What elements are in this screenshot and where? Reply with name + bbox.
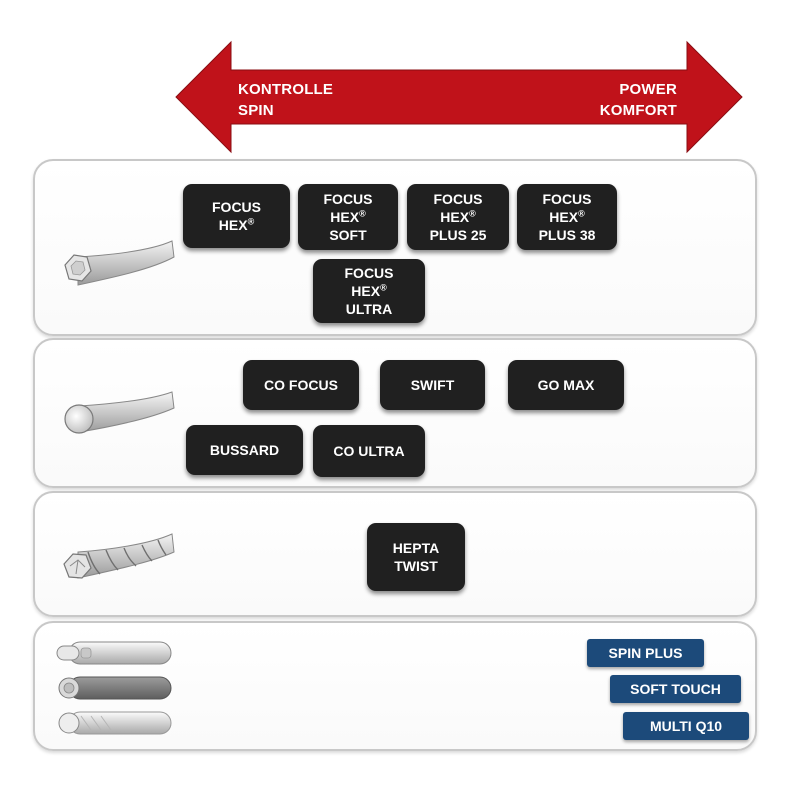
twisted-string-icon [63, 533, 175, 579]
tile-go-max: GO MAX [508, 360, 624, 410]
double-arrow [175, 40, 743, 154]
arrow-right-line-2: KOMFORT [599, 102, 677, 119]
tile-hepta-twist-line-2: TWIST [394, 558, 438, 574]
tile-focus-hex-soft: FOCUS HEX® SOFT [298, 184, 398, 250]
tile-focus-hex-ultra-line-1: FOCUS [344, 265, 394, 281]
arrow-left-label: KONTROLLE SPIN [238, 79, 333, 121]
tile-focus-hex-ultra: FOCUS HEX® ULTRA [313, 259, 425, 323]
registered-mark: ® [247, 216, 255, 227]
tile-hepta-twist-line-1: HEPTA [392, 540, 440, 556]
registered-mark: ® [578, 208, 585, 219]
tile-go-max-label: GO MAX [537, 377, 595, 393]
tile-focus-hex: FOCUS HEX® [183, 184, 290, 248]
tile-focus-hex-plus-38-line-2: HEX® [549, 208, 585, 225]
tile-focus-hex-plus-25: FOCUS HEX® PLUS 25 [407, 184, 509, 250]
tile-hepta-twist: HEPTA TWIST [367, 523, 465, 591]
tile-focus-hex-ultra-line-3: ULTRA [345, 301, 393, 317]
tile-co-focus-label: CO FOCUS [264, 377, 338, 393]
arrow-right-label: POWER KOMFORT [600, 79, 677, 121]
tile-bussard: BUSSARD [186, 425, 303, 475]
round-string-icon [64, 391, 175, 434]
tile-focus-hex-soft-line-1: FOCUS [323, 191, 373, 207]
hexagonal-string-icon [64, 240, 175, 286]
tile-focus-hex-ultra-line-2: HEX® [351, 282, 387, 299]
tile-focus-hex-plus-25-line-1: FOCUS [433, 191, 483, 207]
tile-co-focus: CO FOCUS [243, 360, 359, 410]
tile-bussard-label: BUSSARD [209, 442, 280, 458]
arrow-left-line-2: SPIN [238, 102, 274, 119]
arrow-right-line-1: POWER [619, 81, 677, 98]
tag-soft-touch: SOFT TOUCH [610, 675, 741, 703]
tile-co-ultra: CO ULTRA [313, 425, 425, 477]
tile-focus-hex-line-2: HEX® [218, 216, 255, 233]
registered-mark: ® [359, 208, 366, 219]
tile-focus-hex-soft-line-2: HEX® [330, 208, 366, 225]
tile-focus-hex-soft-line-3: SOFT [329, 227, 367, 243]
arrow-left-line-1: KONTROLLE [238, 81, 334, 98]
tile-focus-hex-plus-25-line-2: HEX® [440, 208, 476, 225]
multifilament-string-icon [56, 641, 172, 735]
registered-mark: ® [469, 208, 476, 219]
tile-co-ultra-label: CO ULTRA [333, 443, 405, 459]
tile-focus-hex-plus-38: FOCUS HEX® PLUS 38 [517, 184, 617, 250]
tag-multi-q10: MULTI Q10 [623, 712, 749, 740]
registered-mark: ® [380, 282, 387, 293]
tile-focus-hex-plus-38-line-1: FOCUS [542, 191, 592, 207]
tag-spin-plus: SPIN PLUS [587, 639, 704, 667]
tile-focus-hex-line-1: FOCUS [212, 199, 261, 215]
tile-focus-hex-plus-25-line-3: PLUS 25 [429, 227, 487, 243]
tile-swift-label: SWIFT [410, 377, 455, 393]
tile-swift: SWIFT [380, 360, 485, 410]
tile-focus-hex-plus-38-line-3: PLUS 38 [538, 227, 596, 243]
